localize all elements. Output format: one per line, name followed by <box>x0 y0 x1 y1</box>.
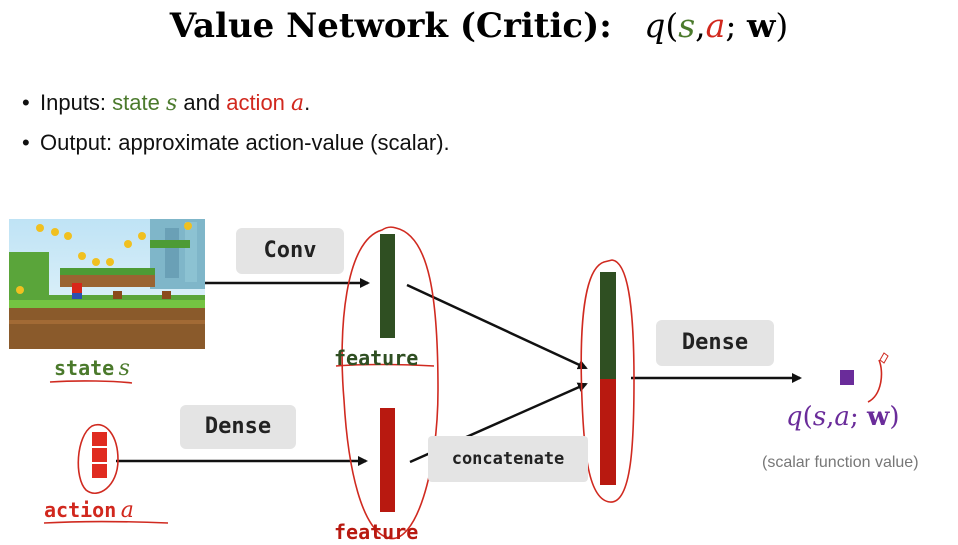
annotation-stroke-output <box>867 359 883 403</box>
action-vector-cell <box>92 464 107 478</box>
bullet-inputs-prefix: Inputs: <box>40 90 113 115</box>
action-vector-cell <box>92 432 107 446</box>
bullet-period: . <box>304 90 311 115</box>
title-open-paren: ( <box>665 6 679 45</box>
dense-label-action: Dense <box>204 414 272 439</box>
bullet-output: • Output: approximate action-value (scala… <box>22 126 450 166</box>
annotation-circle-action <box>77 423 119 495</box>
bullet-and: and <box>177 90 227 115</box>
bullet-output-text: Output: approximate action-value (scalar… <box>40 130 450 155</box>
state-label-word: state <box>54 356 115 380</box>
title-close-paren: ) <box>775 6 789 45</box>
bullet-state-word: state <box>112 90 166 115</box>
action-label-var: a <box>120 498 134 523</box>
output-w: w <box>866 402 890 432</box>
title-w: w <box>746 6 776 45</box>
title-q: q <box>644 6 666 45</box>
arrow-feature-top-to-concat <box>406 283 588 370</box>
underline-action <box>43 520 169 524</box>
title-formula: q(s,a; w) <box>644 6 788 45</box>
output-open-paren: ( <box>802 402 813 432</box>
output-scalar <box>840 370 854 385</box>
underline-state <box>49 380 133 384</box>
concat-vector-state-part <box>600 272 616 379</box>
state-label: state s <box>54 356 130 381</box>
underline-feature-top <box>335 363 435 367</box>
output-formula: q(s,a; w) <box>786 402 900 432</box>
annotation-circle-features <box>341 226 439 540</box>
action-vector-cell <box>92 448 107 462</box>
title-comma: , <box>695 6 706 45</box>
annotation-circle-concat <box>580 259 635 503</box>
output-comma: , <box>826 402 835 432</box>
bullet-action-var: a <box>291 91 305 116</box>
dense-label-box-action: Dense <box>180 405 296 449</box>
output-s: s <box>812 402 827 432</box>
action-label-word: action <box>44 498 117 522</box>
dense-label-output: Dense <box>681 330 749 355</box>
feature-vector-state <box>380 234 395 338</box>
conv-label: Conv <box>263 238 317 263</box>
state-label-var: s <box>118 356 130 381</box>
bullet-list: • Inputs: state s and action a. • Output: … <box>22 86 450 166</box>
feature-vector-action <box>380 408 395 512</box>
feature-label-bottom: feature <box>334 520 419 544</box>
concatenate-label-box: concatenate <box>428 436 588 482</box>
dense-label-box-output: Dense <box>656 320 774 366</box>
conv-label-box: Conv <box>236 228 344 274</box>
bullet-action-word: action <box>226 90 292 115</box>
output-note: (scalar function value) <box>762 454 919 471</box>
bullet-inputs: • Inputs: state s and action a. <box>22 86 450 126</box>
slide-title: Value Network (Critic): q(s,a; w) <box>0 6 958 46</box>
action-label: action a <box>44 498 134 523</box>
game-screenshot-image <box>9 219 205 349</box>
title-semicolon: ; <box>725 6 737 45</box>
concatenate-label: concatenate <box>451 449 565 469</box>
output-a: a <box>834 402 850 432</box>
title-a: a <box>705 6 726 45</box>
output-semicolon: ; <box>849 402 859 432</box>
bullet-state-var: s <box>165 91 178 116</box>
output-q: q <box>786 402 803 432</box>
output-close-paren: ) <box>889 402 900 432</box>
pencil-icon <box>879 352 889 364</box>
bullet-dot-icon: • <box>22 130 30 155</box>
feature-label-top: feature <box>334 346 419 370</box>
title-text: Value Network (Critic): <box>169 6 612 46</box>
bullet-dot-icon: • <box>22 90 30 115</box>
title-s: s <box>678 6 696 45</box>
concat-vector-action-part <box>600 379 616 485</box>
